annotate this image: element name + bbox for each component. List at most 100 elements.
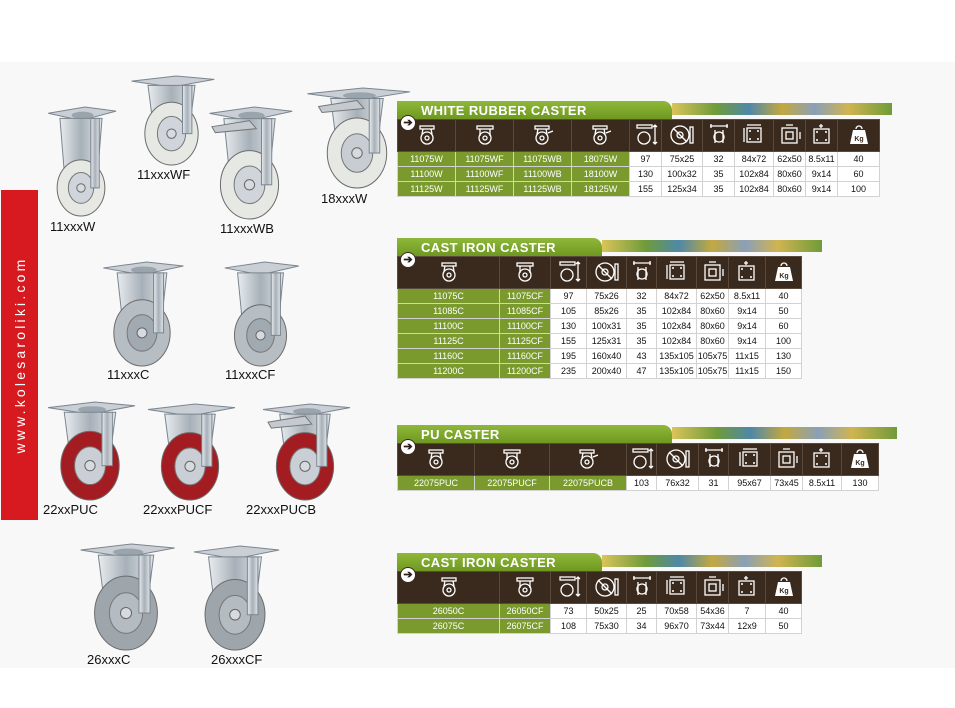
header-cell: [770, 443, 803, 476]
model-cell: 11075CF: [499, 288, 551, 304]
spec-cell: 130: [629, 166, 662, 182]
spec-cell: 35: [626, 318, 657, 334]
table-title-bar: [397, 425, 672, 443]
product-label: 22xxxPUCF: [143, 502, 213, 517]
spec-cell: 60: [765, 318, 802, 334]
spec-cell: 25: [626, 603, 657, 619]
spec-cell: 60: [837, 166, 880, 182]
spec-cell: 100x32: [661, 166, 703, 182]
model-cell: 22075PUC: [397, 475, 475, 491]
heavy-fixed-caster-image: [186, 542, 284, 657]
model-cell: 11125CF: [499, 333, 551, 349]
spec-cell: 105x75: [696, 363, 729, 379]
spec-cell: 84x72: [734, 151, 774, 167]
swivel-caster-icon: [438, 576, 460, 600]
spec-cell: 80x60: [696, 333, 729, 349]
spec-cell: 130: [841, 475, 879, 491]
model-cell: 11075C: [397, 288, 500, 304]
arrow-icon: ➔: [400, 252, 416, 268]
model-cell: 11200C: [397, 363, 500, 379]
product-label: 11xxxW: [50, 219, 96, 234]
header-cell: [696, 571, 729, 604]
model-cell: 11075W: [397, 151, 456, 167]
fixed-caster-icon: [501, 448, 523, 472]
spec-cell: 40: [837, 151, 880, 167]
table-title-bar: [397, 238, 602, 256]
model-cell: 11075WF: [455, 151, 514, 167]
swivel-caster-icon: [438, 261, 460, 285]
header-cell: [455, 119, 514, 152]
header-cell: [586, 256, 627, 289]
spec-cell: 102x84: [734, 166, 774, 182]
table-header-row: Kg: [397, 443, 879, 476]
spec-cell: 9x14: [805, 181, 838, 197]
height-icon: [630, 447, 654, 473]
spec-cell: 9x14: [728, 303, 766, 319]
spec-cell: 50x25: [586, 603, 627, 619]
table-title: CAST IRON CASTER: [421, 240, 556, 255]
hole-spacing-icon: [778, 123, 802, 149]
spec-cell: 100: [837, 181, 880, 197]
brake-caster-icon: [576, 448, 600, 472]
header-cell: [702, 119, 735, 152]
model-cell: 11125WF: [455, 181, 514, 197]
spec-cell: 200x40: [586, 363, 627, 379]
header-cell: [571, 119, 630, 152]
spec-cell: 73x45: [770, 475, 803, 491]
spec-cell: 100: [765, 333, 802, 349]
header-cell: Kg: [765, 256, 802, 289]
wheel-diameter-icon: [664, 447, 692, 473]
header-cell: [474, 443, 550, 476]
product-label: 22xxPUC: [43, 502, 98, 517]
product-label: 11xxxWB: [220, 221, 274, 236]
header-cell: [696, 256, 729, 289]
fixed-caster-icon: [474, 124, 496, 148]
bolt-hole-icon: [735, 575, 759, 601]
model-cell: 11125C: [397, 333, 500, 349]
spec-cell: 50: [765, 618, 802, 634]
spec-cell: 35: [626, 303, 657, 319]
bolt-hole-icon: [810, 447, 834, 473]
wheel-width-icon: [702, 447, 726, 473]
header-cell: [661, 119, 703, 152]
model-cell: 26050CF: [499, 603, 551, 619]
spec-cell: 97: [629, 151, 662, 167]
table-title: CAST IRON CASTER: [421, 555, 556, 570]
model-cell: 11200CF: [499, 363, 551, 379]
header-cell: [626, 256, 657, 289]
model-cell: 11085CF: [499, 303, 551, 319]
model-cell: 11125W: [397, 181, 456, 197]
spec-cell: 75x26: [586, 288, 627, 304]
plate-size-icon: [665, 575, 689, 601]
spec-cell: 105x75: [696, 348, 729, 364]
spec-cell: 102x84: [656, 303, 697, 319]
height-icon: [634, 123, 658, 149]
model-cell: 11125WB: [513, 181, 572, 197]
spec-cell: 102x84: [656, 333, 697, 349]
spec-cell: 100x31: [586, 318, 627, 334]
spec-cell: 80x60: [773, 181, 806, 197]
cast-iron-fixed-caster-image: [218, 258, 303, 373]
load-capacity-icon: Kg: [773, 261, 795, 285]
spec-cell: 8.5x11: [728, 288, 766, 304]
pu-brake-caster-image: [255, 400, 355, 507]
model-cell: 11100C: [397, 318, 500, 334]
spec-cell: 105: [550, 303, 587, 319]
spec-cell: 9x14: [805, 166, 838, 182]
spec-cell: 73x44: [696, 618, 729, 634]
wheel-diameter-icon: [593, 575, 621, 601]
arrow-icon: ➔: [400, 567, 416, 583]
spec-cell: 150: [765, 363, 802, 379]
load-capacity-icon: Kg: [773, 576, 795, 600]
height-icon: [557, 260, 581, 286]
svg-text:Kg: Kg: [779, 273, 788, 280]
spec-cell: 76x32: [656, 475, 699, 491]
